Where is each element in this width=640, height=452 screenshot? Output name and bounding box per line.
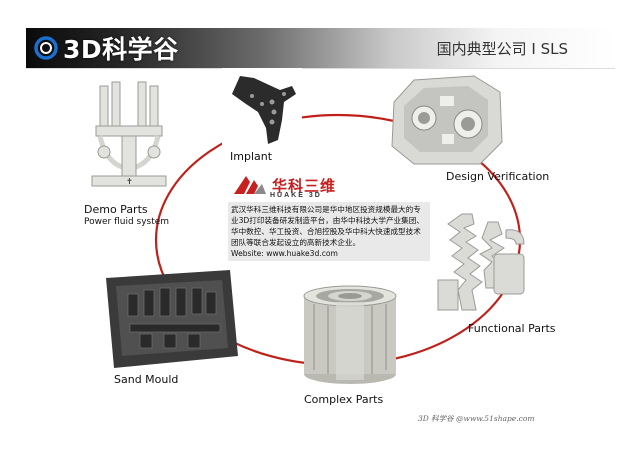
company-info: 华科三维 HUAKE 3D 武汉华科三维科技有限公司是华中地区投资规模最大的专业… (226, 172, 430, 270)
footer-watermark: 3D 科学谷 @www.51shape.com (418, 414, 535, 423)
complex-parts-image (303, 285, 397, 384)
implant-label: Implant (230, 150, 273, 163)
sand-mould-label: Sand Mould (114, 373, 179, 386)
brand-name-cn: 华科三维 (272, 176, 337, 195)
sand-mould-image (106, 270, 238, 368)
complex-parts-label: Complex Parts (304, 393, 384, 406)
company-description-box: 武汉华科三维科技有限公司是华中地区投资规模最大的专业3D打印装备研发制造平台，由… (228, 202, 430, 261)
implant-image (222, 68, 302, 148)
logo-ring-icon (34, 36, 58, 60)
demo-parts-image: ✝ (91, 81, 167, 187)
company-logo: 华科三维 (232, 174, 336, 196)
company-website: Website: www.huake3d.com (231, 249, 338, 258)
page-title: 国内典型公司 I SLS (436, 40, 568, 58)
functional-parts-image (437, 213, 525, 311)
brand-name-en: HUAKE 3D (270, 192, 322, 199)
demo-parts-label: Demo Parts (84, 203, 148, 216)
demo-parts-sublabel: Power fluid system (84, 217, 170, 227)
design-verification-image (391, 75, 503, 165)
design-verification-label: Design Verification (446, 170, 550, 183)
huake-logo-icon (234, 176, 266, 194)
logo: 3D科学谷 (34, 32, 179, 64)
company-description: 武汉华科三维科技有限公司是华中地区投资规模最大的专业3D打印装备研发制造平台，由… (231, 205, 424, 247)
logo-text: 3D科学谷 (63, 35, 179, 64)
functional-parts-label: Functional Parts (468, 322, 556, 335)
svg-text:✝: ✝ (126, 177, 133, 186)
header-band (26, 28, 615, 69)
